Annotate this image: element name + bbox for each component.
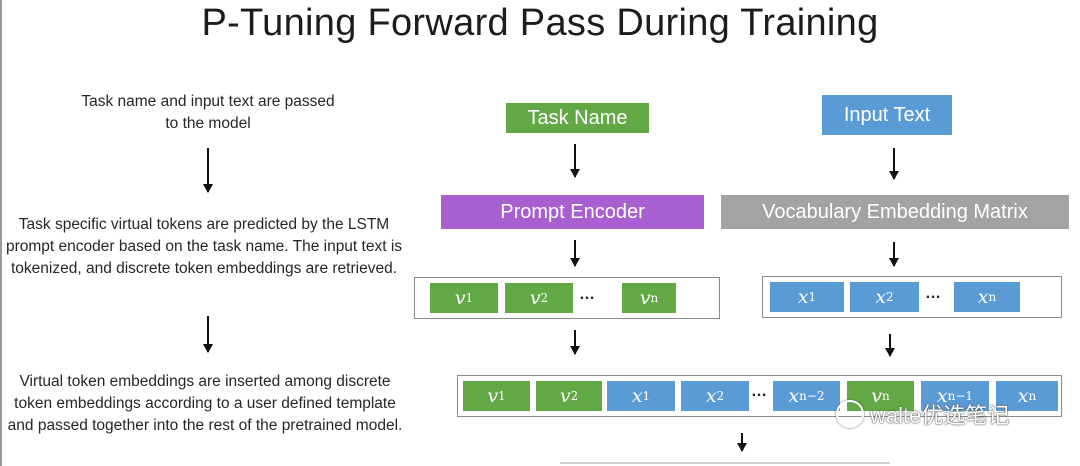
- token-subscript: n−2: [799, 389, 825, 403]
- step-arrow-1: [203, 148, 213, 193]
- token-symbol: x: [631, 385, 643, 407]
- token-symbol: x: [1017, 385, 1029, 407]
- token-subscript: 1: [808, 290, 817, 304]
- token-subscript: 2: [886, 290, 894, 304]
- arrow-encoder-to-virtual: [570, 240, 580, 267]
- token-symbol: v: [871, 385, 882, 407]
- input-text-box: Input Text: [822, 95, 952, 135]
- token-symbol: v: [487, 385, 499, 407]
- step-2-text: Task specific virtual tokens are predict…: [5, 216, 403, 277]
- prompt-encoder-box: Prompt Encoder: [441, 195, 704, 229]
- token-symbol: v: [639, 287, 651, 309]
- ellipsis: …: [751, 383, 767, 400]
- token-symbol: x: [936, 385, 948, 407]
- token-subscript: 2: [570, 389, 579, 403]
- left-border: [0, 0, 2, 466]
- ellipsis: …: [925, 285, 941, 302]
- token-symbol: x: [977, 286, 989, 308]
- ellipsis: …: [579, 286, 595, 303]
- token-subscript: n: [988, 290, 997, 304]
- step-1-text: Task name and input text are passed to t…: [81, 93, 335, 132]
- arrow-vocab-to-input: [889, 242, 899, 267]
- token-symbol: x: [875, 286, 887, 308]
- token-subscript: 1: [642, 389, 651, 403]
- token-subscript: n: [882, 389, 890, 403]
- step-3-text: Virtual token embeddings are inserted am…: [7, 373, 403, 434]
- arrow-to-model: [737, 433, 747, 452]
- token-subscript: 1: [465, 291, 474, 305]
- token-symbol: v: [454, 287, 466, 309]
- token-subscript: n−1: [947, 389, 974, 403]
- wechat-logo-icon: [836, 400, 864, 428]
- token-symbol: x: [788, 385, 800, 407]
- watermark: walte优选笔记: [836, 398, 1009, 430]
- token-subscript: 2: [540, 291, 549, 305]
- arrow-input-to-vocab: [889, 148, 899, 180]
- token-subscript: n: [650, 291, 659, 305]
- watermark-text: walte优选笔记: [870, 403, 1010, 428]
- token-subscript: 2: [716, 389, 725, 403]
- token-symbol: x: [705, 385, 717, 407]
- token-symbol: x: [797, 286, 809, 308]
- page-title: P-Tuning Forward Pass During Training: [201, 2, 879, 44]
- arrow-virtual-to-combined: [570, 330, 580, 355]
- token-symbol: v: [559, 385, 571, 407]
- next-stage-edge: [560, 462, 890, 464]
- token-subscript: 1: [498, 389, 506, 403]
- vocabulary-embedding-matrix-box: Vocabulary Embedding Matrix: [721, 195, 1069, 229]
- arrow-task-to-encoder: [570, 144, 580, 178]
- arrow-input-to-combined: [885, 334, 895, 357]
- token-symbol: v: [529, 287, 541, 309]
- step-arrow-2: [203, 316, 213, 353]
- task-name-box: Task Name: [506, 103, 649, 133]
- token-subscript: n: [1028, 389, 1037, 403]
